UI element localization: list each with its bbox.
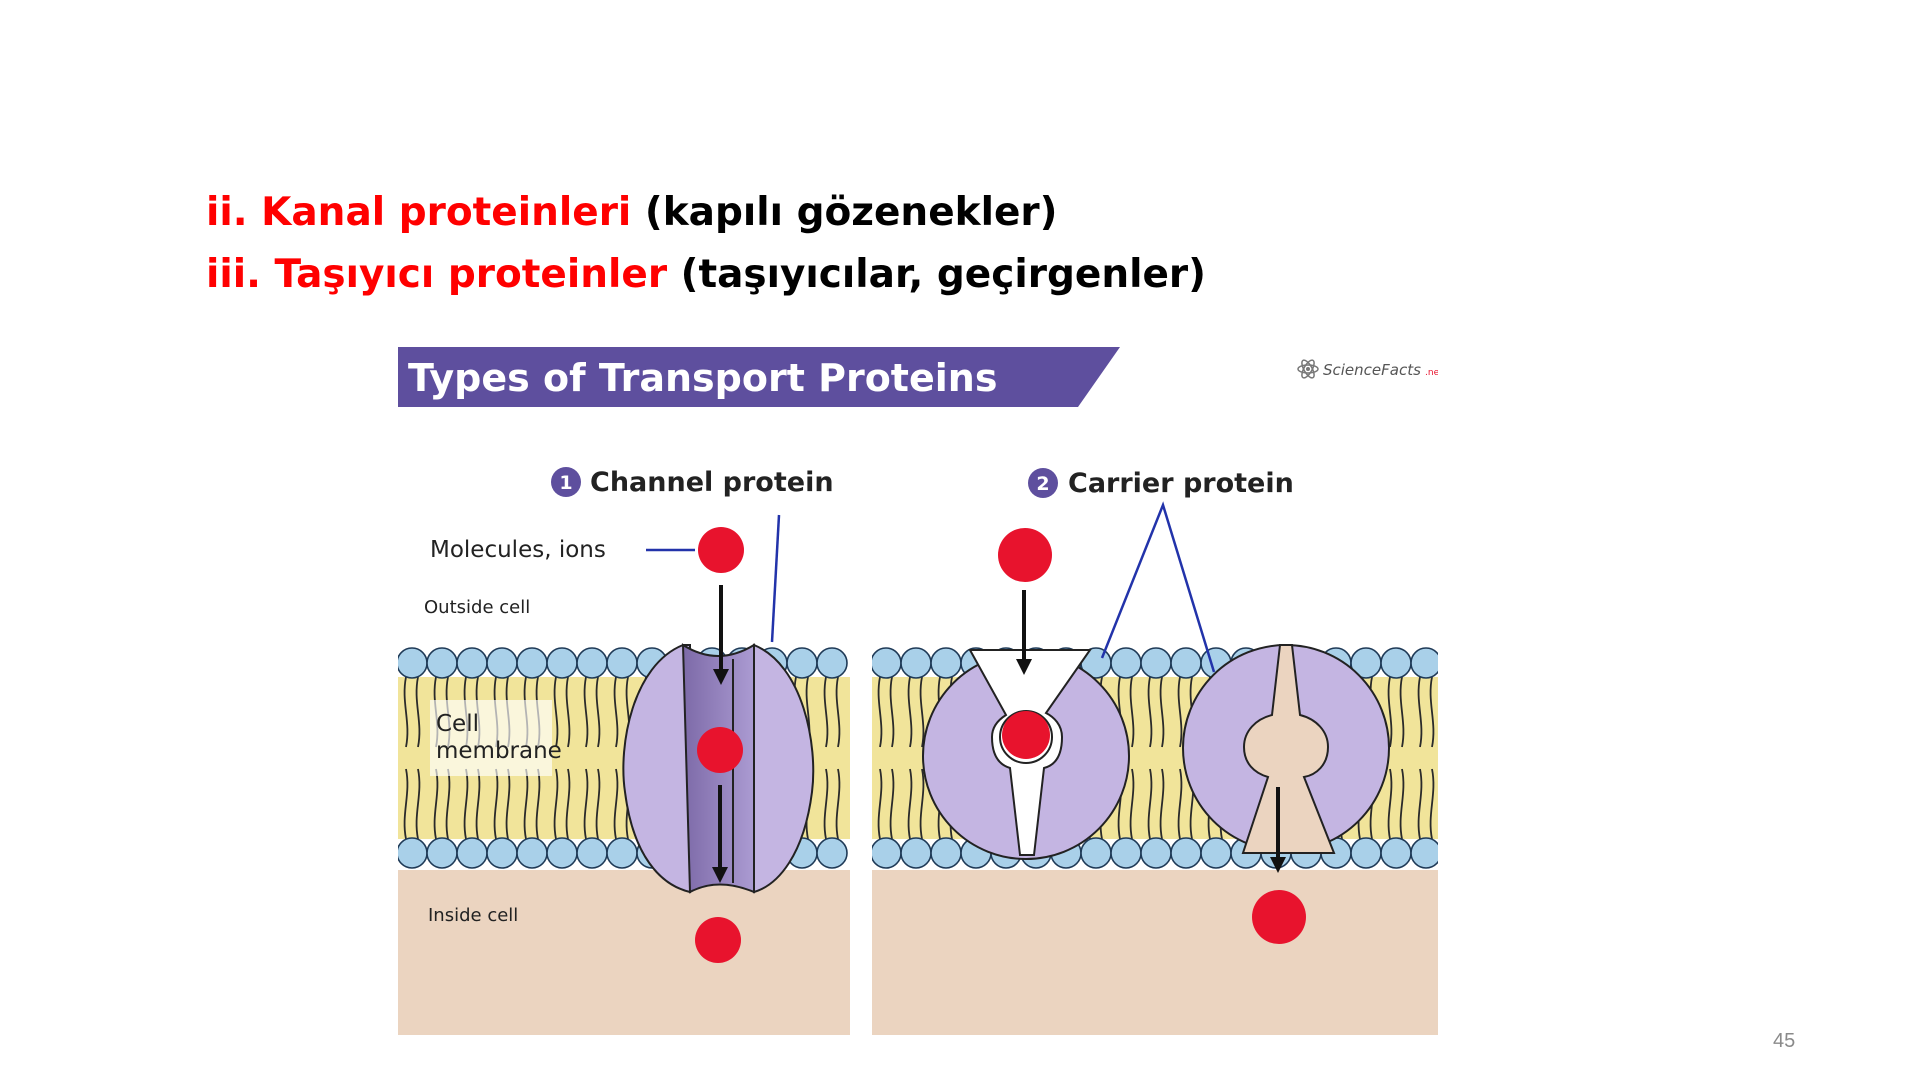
atom-icon bbox=[1297, 359, 1319, 379]
line1-term: Kanal proteinleri bbox=[261, 190, 632, 235]
carrier-number: 2 bbox=[1036, 473, 1049, 495]
carrier-protein-heading: Carrier protein bbox=[1068, 468, 1294, 499]
slide-line-carrier-proteins: iii. Taşıyıcı proteinler (taşıyıcılar, g… bbox=[206, 252, 1206, 297]
channel-pointer-line bbox=[770, 514, 781, 643]
line1-note: (kapılı gözenekler) bbox=[644, 190, 1058, 235]
molecule-outside-channel bbox=[698, 527, 744, 573]
page-number: 45 bbox=[1773, 1030, 1796, 1052]
channel-number: 1 bbox=[559, 472, 572, 494]
carrier-number-badge bbox=[1028, 468, 1058, 498]
carrier-protein-open-inside bbox=[1182, 644, 1390, 854]
sciencefacts-logo: ScienceFacts .net bbox=[1297, 359, 1438, 379]
inside-cell-label: Inside cell bbox=[428, 905, 518, 926]
figure-title: Types of Transport Proteins bbox=[408, 356, 997, 400]
transport-proteins-diagram: Types of Transport Proteins ScienceFacts… bbox=[398, 347, 1438, 1035]
line2-number: iii. bbox=[206, 252, 261, 297]
molecule-inside-carrier bbox=[1252, 890, 1306, 944]
line1-number: ii. bbox=[206, 190, 248, 235]
logo-suffix: .net bbox=[1425, 368, 1438, 378]
molecule-in-channel bbox=[697, 727, 743, 773]
line2-note: (taşıyıcılar, geçirgenler) bbox=[680, 252, 1206, 297]
membrane-label-line2: membrane bbox=[436, 738, 562, 764]
molecule-inside-channel bbox=[695, 917, 741, 963]
slide-line-channel-proteins: ii. Kanal proteinleri (kapılı gözenekler… bbox=[206, 190, 1057, 235]
molecule-outside-carrier bbox=[998, 528, 1052, 582]
line2-term: Taşıyıcı proteinler bbox=[274, 252, 668, 297]
outside-cell-label: Outside cell bbox=[424, 597, 530, 618]
molecules-label: Molecules, ions bbox=[430, 537, 606, 563]
molecule-in-carrier bbox=[1002, 711, 1050, 759]
channel-protein-heading: Channel protein bbox=[590, 467, 834, 498]
membrane-label-box bbox=[430, 700, 552, 776]
carrier-pointer-lines bbox=[1100, 501, 1216, 673]
logo-text: ScienceFacts bbox=[1323, 361, 1421, 379]
channel-number-badge bbox=[551, 467, 581, 497]
membrane-label-line1: Cell bbox=[436, 711, 479, 737]
title-banner bbox=[398, 347, 1120, 407]
